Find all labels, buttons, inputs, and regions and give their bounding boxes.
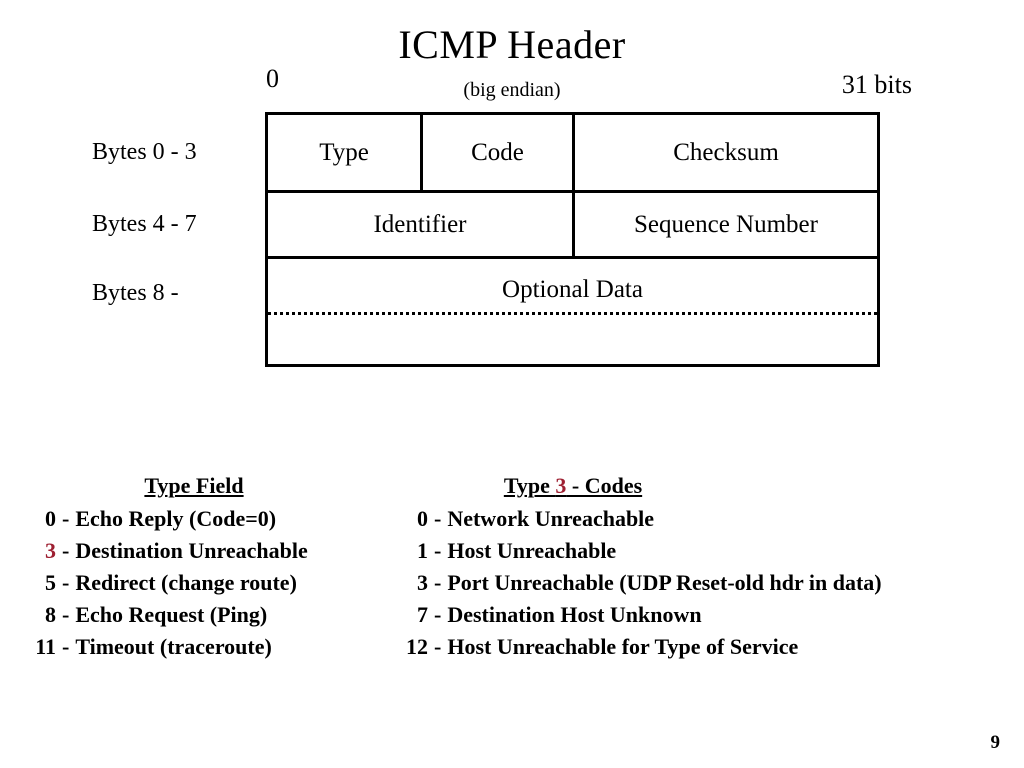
field-cell-sequence-number: Sequence Number xyxy=(572,193,877,256)
type3-code-1: 1 xyxy=(417,538,428,563)
icmp-header-diagram: Type Code Checksum Identifier Sequence N… xyxy=(265,112,880,367)
type3-separator-0: - xyxy=(434,506,442,531)
field-cell-code: Code xyxy=(420,115,572,190)
list-item: 7 - Destination Host Unknown xyxy=(390,599,1010,631)
type3-separator-4: - xyxy=(434,634,442,659)
diagram-row-bytes-4-7: Identifier Sequence Number xyxy=(268,190,877,256)
type3-text-1: Host Unreachable xyxy=(447,538,617,563)
type3-codes-legend: Type 3 - Codes 0 - Network Unreachable 1… xyxy=(390,471,1010,663)
type-field-text-1: Destination Unreachable xyxy=(75,538,308,563)
byte-range-label-row-0: Bytes 0 - 3 xyxy=(92,139,197,165)
type-field-code-1: 3 xyxy=(45,538,56,563)
list-item: 0 - Echo Reply (Code=0) xyxy=(16,503,372,535)
type-field-code-4: 11 xyxy=(35,634,56,659)
type-field-separator-1: - xyxy=(62,538,70,563)
type-field-separator-3: - xyxy=(62,602,70,627)
field-cell-optional-data-label: Optional Data xyxy=(502,276,643,303)
type-field-code-0: 0 xyxy=(45,506,56,531)
type-field-text-2: Redirect (change route) xyxy=(75,570,297,595)
byte-range-label-row-2: Bytes 8 - xyxy=(92,280,179,306)
type3-codes-heading: Type 3 - Codes xyxy=(390,471,756,501)
type-field-legend: Type Field 0 - Echo Reply (Code=0) 3 - D… xyxy=(16,471,372,663)
type-field-code-3: 8 xyxy=(45,602,56,627)
list-item: 8 - Echo Request (Ping) xyxy=(16,599,372,631)
type3-codes-heading-suffix: - Codes xyxy=(566,473,643,498)
list-item: 3 - Destination Unreachable xyxy=(16,535,372,567)
optional-data-dotted-divider xyxy=(268,312,877,315)
type3-separator-1: - xyxy=(434,538,442,563)
type-field-text-4: Timeout (traceroute) xyxy=(75,634,272,659)
type-field-text-0: Echo Reply (Code=0) xyxy=(75,506,277,531)
type3-text-0: Network Unreachable xyxy=(447,506,655,531)
type-field-code-2: 5 xyxy=(45,570,56,595)
type-field-text-3: Echo Request (Ping) xyxy=(75,602,268,627)
field-cell-checksum: Checksum xyxy=(572,115,877,190)
type-field-separator-2: - xyxy=(62,570,70,595)
page-title: ICMP Header xyxy=(398,22,626,67)
list-item: 12 - Host Unreachable for Type of Servic… xyxy=(390,631,1010,663)
type3-codes-heading-code: 3 xyxy=(555,473,567,498)
list-item: 5 - Redirect (change route) xyxy=(16,567,372,599)
type-field-separator-4: - xyxy=(62,634,70,659)
type3-code-2: 3 xyxy=(417,570,428,595)
diagram-row-bytes-0-3: Type Code Checksum xyxy=(268,115,877,190)
type-field-separator-0: - xyxy=(62,506,70,531)
bit-ruler-end-label: 31 bits xyxy=(841,70,912,99)
slide-page-number: 9 xyxy=(990,732,1001,753)
list-item: 3 - Port Unreachable (UDP Reset-old hdr … xyxy=(390,567,1010,599)
list-item: 1 - Host Unreachable xyxy=(390,535,1010,567)
type3-text-2: Port Unreachable (UDP Reset-old hdr in d… xyxy=(447,570,882,595)
type3-code-3: 7 xyxy=(417,602,428,627)
type3-text-4: Host Unreachable for Type of Service xyxy=(447,634,799,659)
type3-separator-2: - xyxy=(434,570,442,595)
type-field-heading: Type Field xyxy=(144,473,244,498)
page-subtitle: (big endian) xyxy=(463,79,561,101)
type3-code-4: 12 xyxy=(406,634,428,659)
diagram-row-bytes-8-plus: Optional Data xyxy=(268,256,877,364)
field-cell-type: Type xyxy=(319,139,369,166)
field-cell-optional-data: Optional Data xyxy=(268,259,877,364)
byte-range-label-row-1: Bytes 4 - 7 xyxy=(92,211,197,237)
field-cell-identifier: Identifier xyxy=(373,211,467,238)
type3-codes-heading-prefix: Type xyxy=(503,473,556,498)
type3-text-3: Destination Host Unknown xyxy=(447,602,702,627)
list-item: 11 - Timeout (traceroute) xyxy=(16,631,372,663)
bit-ruler-start-label: 0 xyxy=(266,64,279,93)
type3-separator-3: - xyxy=(434,602,442,627)
type3-code-0: 0 xyxy=(417,506,428,531)
list-item: 0 - Network Unreachable xyxy=(390,503,1010,535)
